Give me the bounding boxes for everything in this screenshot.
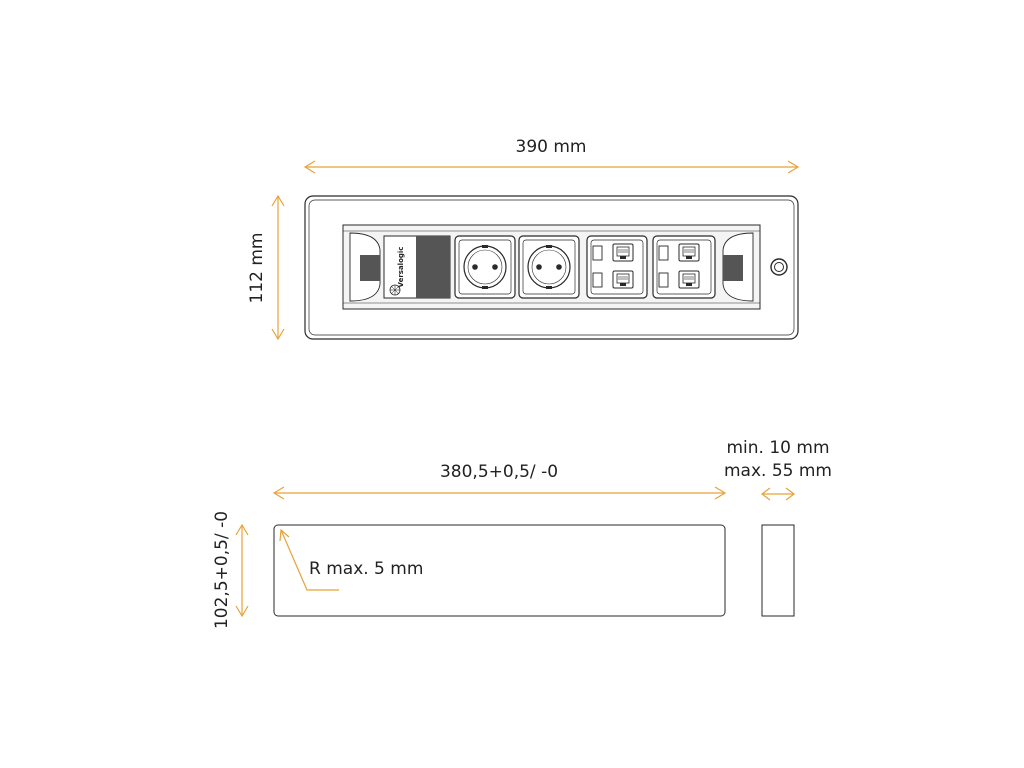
left-end-cap: [349, 232, 381, 302]
cutout-view: 380,5+0,5/ -0 102,5+0,5/ -0 R max. 5 mm …: [212, 438, 832, 629]
height-label: 112 mm: [247, 233, 267, 304]
cutout-outline: [273, 524, 726, 617]
width-label: 390 mm: [516, 137, 587, 157]
desk-thickness-outline: [761, 524, 795, 617]
cutout-width-label: 380,5+0,5/ -0: [440, 462, 558, 482]
cutout-height-dimension: [235, 523, 249, 618]
screw-icon: [770, 258, 788, 276]
width-dimension-390: [303, 160, 800, 174]
right-end-cap: [722, 232, 754, 302]
thickness-dimension: [761, 487, 795, 501]
brand-label: Versalogic: [397, 247, 405, 288]
brand-module-dark-panel: [416, 236, 450, 298]
cutout-height-label: 102,5+0,5/ -0: [212, 511, 232, 629]
thickness-min-label: min. 10 mm: [726, 438, 829, 458]
top-view: 390 mm 112 mm Versalogic: [247, 137, 800, 341]
rj45-data-module-1: [586, 235, 648, 299]
radius-label: R max. 5 mm: [309, 559, 423, 579]
schuko-socket-2: [518, 235, 580, 299]
rj45-port-icon: [612, 243, 634, 262]
cutout-width-dimension: [272, 486, 727, 500]
schuko-socket-1: [454, 235, 516, 299]
rj45-port-icon: [678, 243, 700, 262]
rj45-port-icon: [612, 270, 634, 289]
brand-module: Versalogic: [383, 235, 451, 299]
outer-frame-inner-edge: [308, 199, 795, 336]
grid-logo-icon: [389, 284, 401, 296]
thickness-max-label: max. 55 mm: [724, 461, 832, 481]
rj45-data-module-2: [652, 235, 716, 299]
rj45-port-icon: [678, 270, 700, 289]
height-dimension-112: [271, 194, 285, 341]
radius-leader: [279, 528, 339, 591]
